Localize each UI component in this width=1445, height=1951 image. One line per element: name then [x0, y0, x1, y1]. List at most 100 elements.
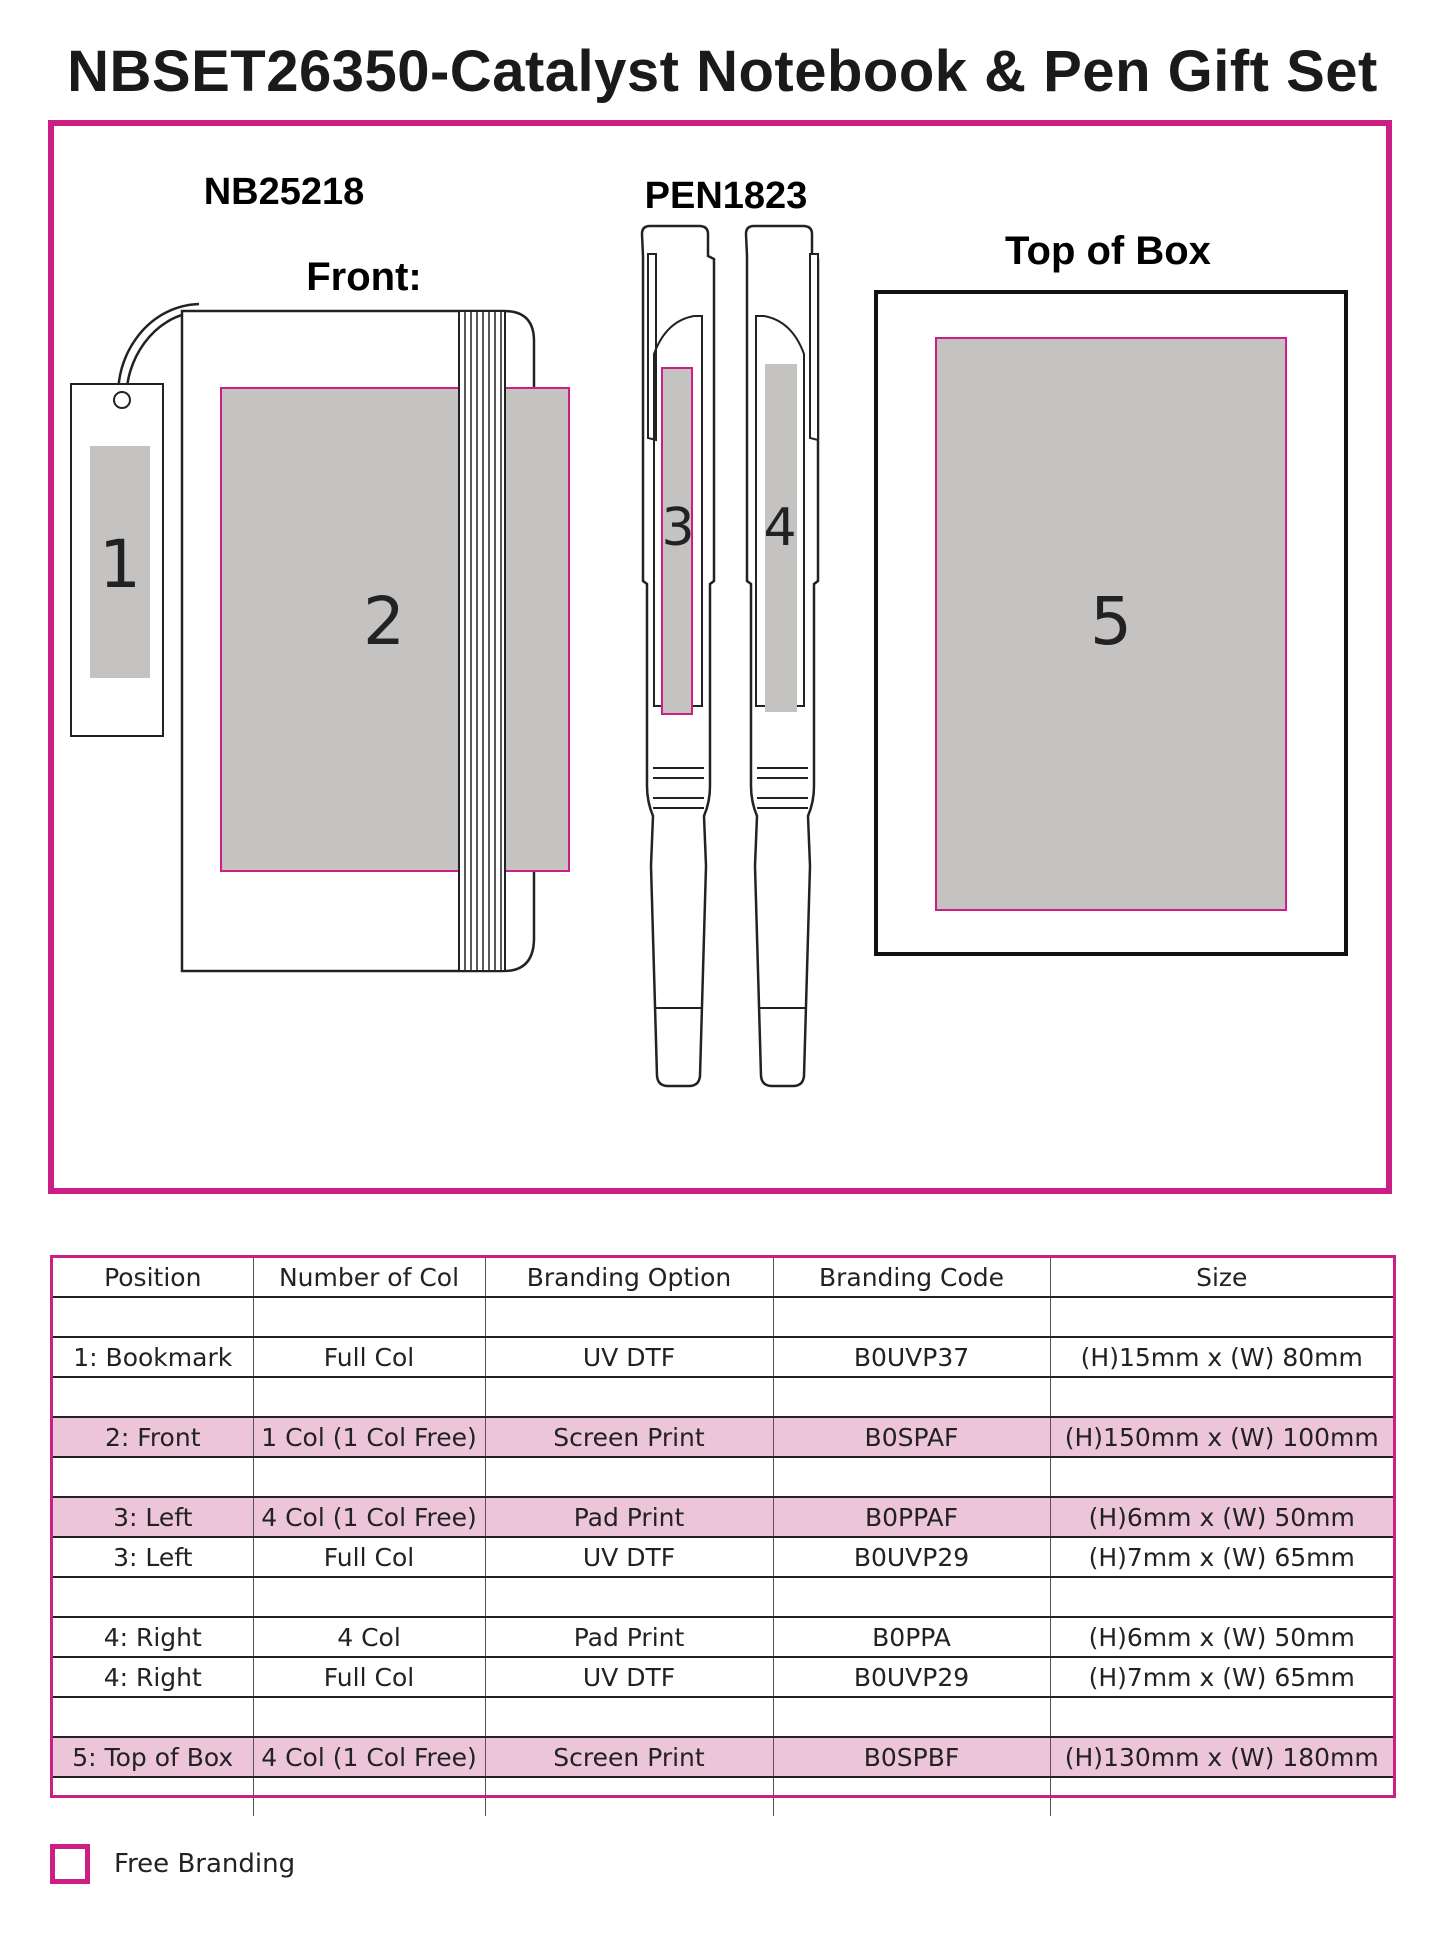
table-cell: B0UVP29 — [772, 1657, 1050, 1698]
header-number-of-col: Number of Col — [252, 1258, 485, 1298]
header-position: Position — [53, 1258, 253, 1298]
table-cell — [252, 1297, 485, 1338]
table-row — [53, 1697, 1393, 1738]
table-cell — [772, 1457, 1050, 1498]
position-number-5: 5 — [1090, 583, 1132, 660]
table-cell: 4 Col (1 Col Free) — [252, 1737, 485, 1778]
table-cell: 4 Col (1 Col Free) — [252, 1497, 485, 1538]
table-cell: Full Col — [252, 1337, 485, 1378]
table-cell — [772, 1697, 1050, 1738]
table-row — [53, 1297, 1393, 1338]
table-cell: (H)7mm x (W) 65mm — [1049, 1657, 1393, 1698]
table-cell: 1 Col (1 Col Free) — [252, 1417, 485, 1458]
table-cell — [252, 1697, 485, 1738]
front-label: Front: — [306, 255, 422, 299]
branding-table-frame: Position Number of Col Branding Option B… — [50, 1255, 1396, 1816]
notebook: 2 — [180, 309, 570, 973]
position-number-2: 2 — [363, 583, 405, 660]
table-cell: Screen Print — [484, 1737, 773, 1778]
table-cell: B0SPAF — [772, 1417, 1050, 1458]
table-cell: B0PPAF — [772, 1497, 1050, 1538]
table-row — [53, 1577, 1393, 1618]
table-cell — [53, 1777, 253, 1816]
table-cell: (H)150mm x (W) 100mm — [1049, 1417, 1393, 1458]
table-cell: 3: Left — [53, 1497, 253, 1538]
table-cell: B0SPBF — [772, 1737, 1050, 1778]
header-size: Size — [1049, 1258, 1393, 1298]
table-cell — [772, 1577, 1050, 1618]
table-cell — [1049, 1697, 1393, 1738]
table-cell — [252, 1577, 485, 1618]
table-cell — [53, 1577, 253, 1618]
table-cell — [484, 1297, 773, 1338]
table-cell — [1049, 1577, 1393, 1618]
bookmark: 1 — [70, 302, 200, 737]
table-cell: (H)130mm x (W) 180mm — [1049, 1737, 1393, 1778]
position-number-1: 1 — [99, 526, 141, 603]
pen-left: 3 — [640, 224, 716, 1088]
table-cell: B0UVP37 — [772, 1337, 1050, 1378]
table-cell: Pad Print — [484, 1617, 773, 1658]
table-cell: (H)15mm x (W) 80mm — [1049, 1337, 1393, 1378]
table-cell: Full Col — [252, 1657, 485, 1698]
table-cell: (H)6mm x (W) 50mm — [1049, 1617, 1393, 1658]
table-header-row: Position Number of Col Branding Option B… — [53, 1258, 1393, 1298]
table-cell — [484, 1457, 773, 1498]
table-cell — [252, 1457, 485, 1498]
legend: Free Branding — [50, 1840, 295, 1888]
print-area-3 — [661, 367, 693, 715]
table-cell — [53, 1457, 253, 1498]
table-cell — [484, 1577, 773, 1618]
table-cell: 2: Front — [53, 1417, 253, 1458]
table-cell: (H)7mm x (W) 65mm — [1049, 1537, 1393, 1578]
table-cell: 4 Col — [252, 1617, 485, 1658]
table-cell — [1049, 1377, 1393, 1418]
table-cell — [252, 1777, 485, 1816]
table-cell — [772, 1297, 1050, 1338]
table-cell — [484, 1697, 773, 1738]
table-cell: Screen Print — [484, 1417, 773, 1458]
print-area-5 — [935, 337, 1287, 911]
table-cell: 1: Bookmark — [53, 1337, 253, 1378]
table-cell — [484, 1377, 773, 1418]
table-cell — [252, 1377, 485, 1418]
table-cell: B0UVP29 — [772, 1537, 1050, 1578]
table-cell — [1049, 1297, 1393, 1338]
table-cell — [772, 1777, 1050, 1816]
table-cell — [772, 1377, 1050, 1418]
product-diagram-frame: NB25218 PEN1823 Front: Top of Box 1 2 — [48, 120, 1392, 1194]
table-cell: 4: Right — [53, 1657, 253, 1698]
page-title: NBSET26350-Catalyst Notebook & Pen Gift … — [67, 39, 1378, 104]
table-cell: Pad Print — [484, 1497, 773, 1538]
table-cell — [53, 1377, 253, 1418]
notebook-code-label: NB25218 — [204, 171, 365, 213]
box-top: 5 — [874, 290, 1348, 956]
table-cell: (H)6mm x (W) 50mm — [1049, 1497, 1393, 1538]
pen-code-label: PEN1823 — [645, 175, 808, 217]
table-row — [53, 1377, 1393, 1418]
table-cell: 5: Top of Box — [53, 1737, 253, 1778]
free-branding-label: Free Branding — [114, 1849, 296, 1879]
table-cell — [1049, 1457, 1393, 1498]
product-diagram: NB25218 PEN1823 Front: Top of Box 1 2 — [70, 171, 1348, 1088]
table-cell: 3: Left — [53, 1537, 253, 1578]
table-cell: UV DTF — [484, 1337, 773, 1378]
table-cell — [53, 1697, 253, 1738]
table-cell: UV DTF — [484, 1537, 773, 1578]
table-cell: B0PPA — [772, 1617, 1050, 1658]
branding-table: Position Number of Col Branding Option B… — [53, 1258, 1393, 1816]
table-cell: 4: Right — [53, 1617, 253, 1658]
position-number-4: 4 — [763, 498, 796, 558]
box-label: Top of Box — [1005, 229, 1211, 273]
print-area-1 — [90, 446, 150, 678]
print-area-4 — [765, 364, 797, 712]
position-number-3: 3 — [661, 498, 694, 558]
